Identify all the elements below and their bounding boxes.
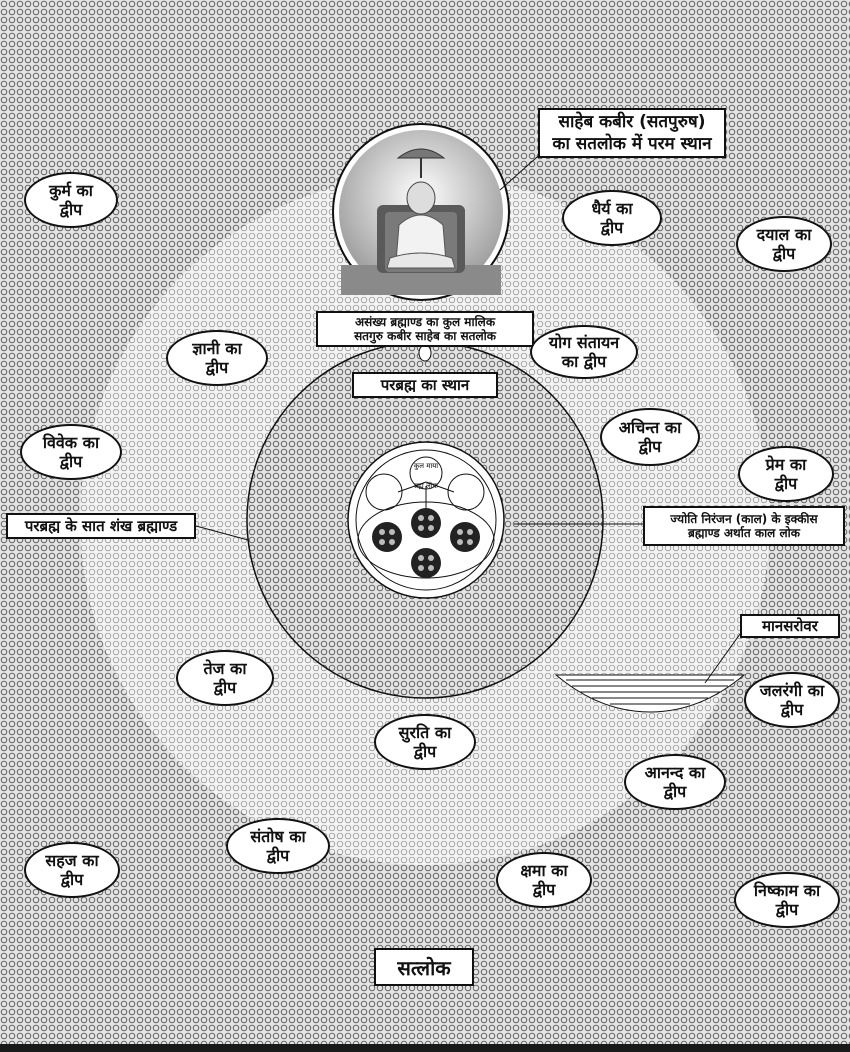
prem-dweep: प्रेम का द्वीप: [738, 446, 834, 502]
nishkam-dweep: निष्काम का द्वीप: [734, 872, 840, 928]
dayal-dweep: दयाल का द्वीप: [736, 216, 832, 272]
jalrangi-dweep: जलरंगी का द्वीप: [744, 672, 840, 728]
achint-dweep: अचिन्त का द्वीप: [600, 408, 700, 466]
tej-dweep: तेज का द्वीप: [176, 650, 274, 706]
mansarovar-label: मानसरोवर: [740, 614, 840, 638]
sahaj-dweep: सहज का द्वीप: [24, 842, 120, 898]
yog-santayan-dweep: योग संतायन का द्वीप: [530, 325, 638, 379]
kurm-dweep: कुर्म का द्वीप: [24, 172, 118, 228]
dhairya-dweep: धैर्य का द्वीप: [562, 190, 662, 246]
inner-label-middle: ब्रह्म लोक: [414, 482, 438, 490]
kaal-lok-inner-ring: [355, 449, 497, 591]
jyoti-niranjan-box: ज्योति निरंजन (काल) के इक्कीस ब्रह्माण्ड…: [643, 506, 845, 546]
parbrahm-sthan-box: परब्रह्म का स्थान: [352, 372, 498, 398]
anand-dweep: आनन्द का द्वीप: [624, 754, 726, 810]
vivek-dweep: विवेक का द्वीप: [20, 424, 122, 480]
parbrahm-saat-shankh-box: परब्रह्म के सात शंख ब्रह्माण्ड: [6, 513, 196, 539]
inner-label-top: कुल माया: [413, 462, 439, 470]
mansarovar-lake: [554, 674, 746, 713]
right-inner-circle: [447, 473, 485, 511]
kul-malik-box: असंख्य ब्रह्माण्ड का कुल मालिक सतगुरु कब…: [316, 311, 534, 347]
kshama-dweep: क्षमा का द्वीप: [496, 852, 592, 908]
bottom-border: [0, 1044, 850, 1052]
kabir-saheb-portrait: [332, 123, 510, 301]
saheb-kabir-box: साहेब कबीर (सतपुरुष) का सतलोक में परम स्…: [538, 108, 726, 158]
satlok-label: सत्लोक: [374, 948, 474, 986]
brahmand-clusters: [372, 508, 480, 578]
surati-dweep: सुरति का द्वीप: [374, 714, 476, 770]
gyani-dweep: ज्ञानी का द्वीप: [166, 330, 268, 386]
santosh-dweep: संतोष का द्वीप: [226, 818, 330, 874]
left-inner-circle: [365, 473, 403, 511]
